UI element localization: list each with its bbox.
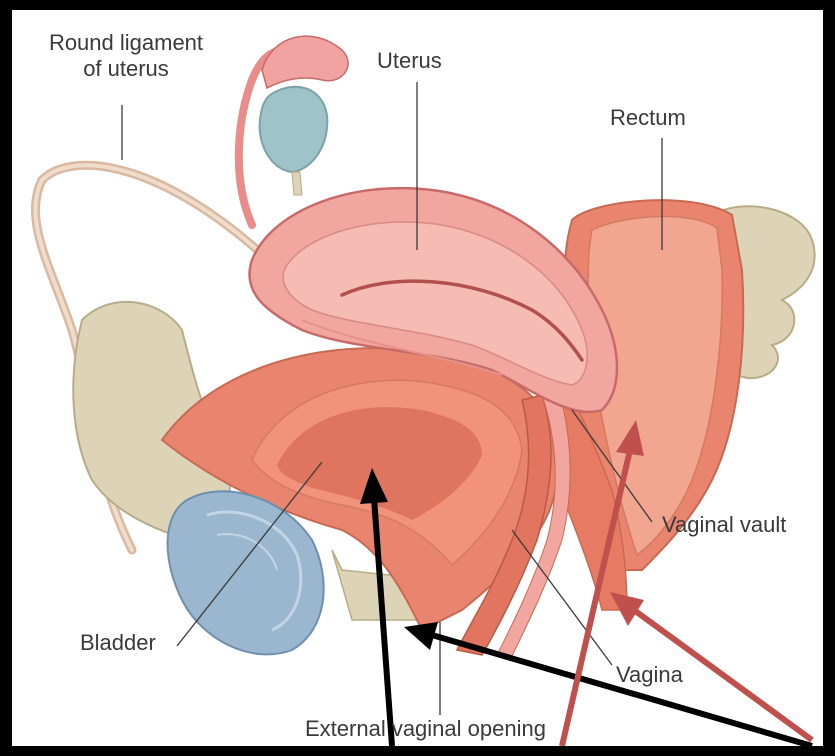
- label-round-ligament-line1: Round ligament: [26, 30, 226, 56]
- label-bladder: Bladder: [80, 630, 156, 656]
- ovary: [260, 87, 328, 172]
- label-uterus: Uterus: [377, 48, 442, 74]
- black-arrow-head-2: [404, 622, 438, 650]
- label-rectum: Rectum: [610, 105, 686, 131]
- label-round-ligament: Round ligament of uterus: [26, 30, 226, 82]
- label-external-opening: External vaginal opening: [305, 716, 546, 742]
- label-vagina: Vagina: [616, 662, 683, 688]
- diagram-canvas: Round ligament of uterus Uterus Rectum V…: [12, 10, 823, 746]
- label-vaginal-vault: Vaginal vault: [662, 512, 786, 538]
- label-round-ligament-line2: of uterus: [26, 56, 226, 82]
- fimbriae: [262, 36, 348, 88]
